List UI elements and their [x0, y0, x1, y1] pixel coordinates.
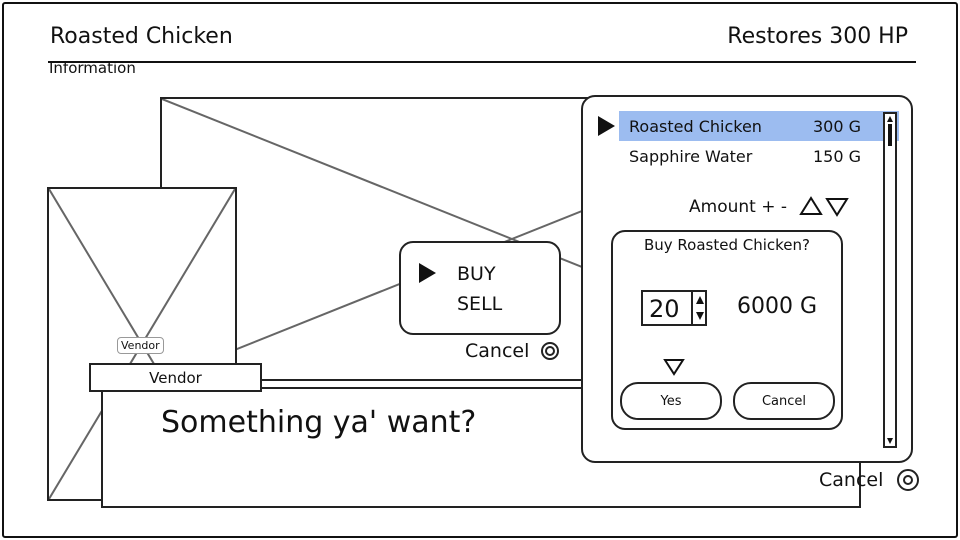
- vendor-portrait-label: Vendor: [117, 337, 164, 354]
- scroll-down-icon: [887, 438, 893, 444]
- scroll-up-icon: [887, 116, 893, 122]
- buy-option[interactable]: BUY: [457, 263, 496, 285]
- selector-down-icon: [663, 359, 685, 376]
- shop-cancel-button[interactable]: Cancel: [819, 469, 920, 491]
- confirm-cancel-button[interactable]: Cancel: [733, 382, 835, 420]
- cancel-button-icon: [541, 342, 560, 360]
- shop-cancel-icon: [897, 469, 920, 491]
- yes-button[interactable]: Yes: [620, 382, 722, 420]
- increase-amount-icon[interactable]: [799, 196, 823, 215]
- amount-label: Amount + -: [689, 197, 787, 217]
- quantity-up-icon: [696, 296, 704, 304]
- sell-option[interactable]: SELL: [457, 293, 503, 315]
- quantity-value: 20: [649, 295, 680, 323]
- quantity-stepper[interactable]: 20: [641, 290, 707, 326]
- yes-button-label: Yes: [660, 393, 682, 409]
- shop-item-price: 300 G: [813, 117, 862, 136]
- purchase-total: 6000 G: [737, 294, 818, 319]
- shop-item-row[interactable]: Sapphire Water 150 G: [619, 141, 899, 171]
- quantity-down-icon: [696, 312, 704, 320]
- vendor-name-tag-label: Vendor: [149, 368, 202, 387]
- vendor-name-tag: Vendor: [89, 363, 262, 392]
- action-menu: BUY SELL: [399, 241, 561, 335]
- item-title: Roasted Chicken: [50, 24, 233, 49]
- confirm-purchase-dialog: Buy Roasted Chicken? 20 6000 G Yes Cance…: [611, 230, 843, 430]
- item-cursor-icon: [598, 116, 615, 136]
- selection-cursor-icon: [419, 263, 436, 283]
- confirm-prompt: Buy Roasted Chicken?: [643, 236, 811, 254]
- cancel-label: Cancel: [465, 340, 530, 362]
- shop-item-row-selected[interactable]: Roasted Chicken 300 G: [619, 111, 899, 141]
- action-menu-cancel-button[interactable]: Cancel: [465, 340, 560, 362]
- shop-cancel-label: Cancel: [819, 469, 884, 491]
- shop-list-panel: Roasted Chicken 300 G Sapphire Water 150…: [581, 95, 913, 463]
- shop-item-price: 150 G: [813, 147, 862, 166]
- scroll-thumb: [888, 124, 892, 146]
- decrease-amount-icon[interactable]: [825, 198, 849, 217]
- dialogue-text: Something ya' want?: [161, 405, 477, 440]
- confirm-cancel-label: Cancel: [761, 393, 807, 409]
- shop-item-name: Sapphire Water: [629, 147, 753, 166]
- shop-item-name: Roasted Chicken: [629, 117, 762, 136]
- information-label: Information: [49, 59, 136, 77]
- item-effect: Restores 300 HP: [727, 24, 908, 49]
- shop-list-scrollbar[interactable]: [883, 112, 897, 448]
- header-divider: [48, 61, 916, 63]
